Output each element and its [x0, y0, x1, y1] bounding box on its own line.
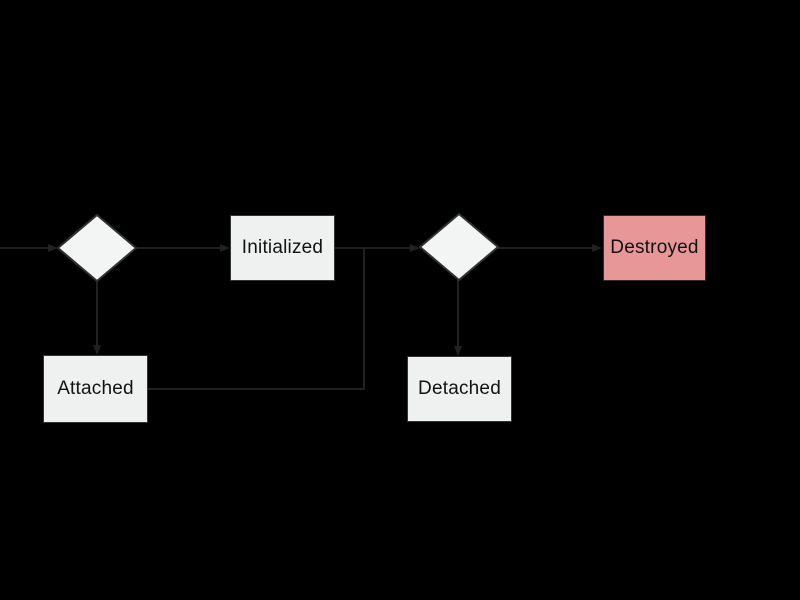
- arrowhead-into-decision1: [48, 244, 58, 252]
- node-attached-label: Attached: [57, 378, 134, 399]
- node-attached: Attached: [43, 355, 148, 423]
- arrowhead-into-destroyed: [592, 244, 602, 252]
- edge-decision2-to-destroyed: [496, 247, 593, 249]
- edge-decision1-to-initialized: [136, 247, 221, 249]
- node-destroyed: Destroyed: [603, 215, 706, 281]
- edge-attached-junction-vertical: [363, 247, 365, 390]
- edge-start-to-decision1: [0, 247, 49, 249]
- edge-decision2-to-detached: [457, 278, 459, 347]
- edge-attached-horizontal: [148, 388, 365, 390]
- arrowhead-into-attached: [93, 345, 101, 355]
- arrowhead-into-initialized: [220, 244, 230, 252]
- node-initialized-label: Initialized: [241, 237, 324, 258]
- node-detached-label: Detached: [418, 378, 501, 399]
- node-destroyed-label: Destroyed: [610, 237, 699, 258]
- decision-node-1: [57, 214, 137, 282]
- node-detached: Detached: [407, 356, 512, 422]
- arrowhead-into-detached: [454, 346, 462, 356]
- arrowhead-into-decision2: [410, 244, 420, 252]
- decision-node-2: [419, 213, 499, 281]
- node-initialized: Initialized: [230, 215, 335, 281]
- edge-decision1-to-attached: [96, 280, 98, 346]
- edge-initialized-to-decision2: [335, 247, 411, 249]
